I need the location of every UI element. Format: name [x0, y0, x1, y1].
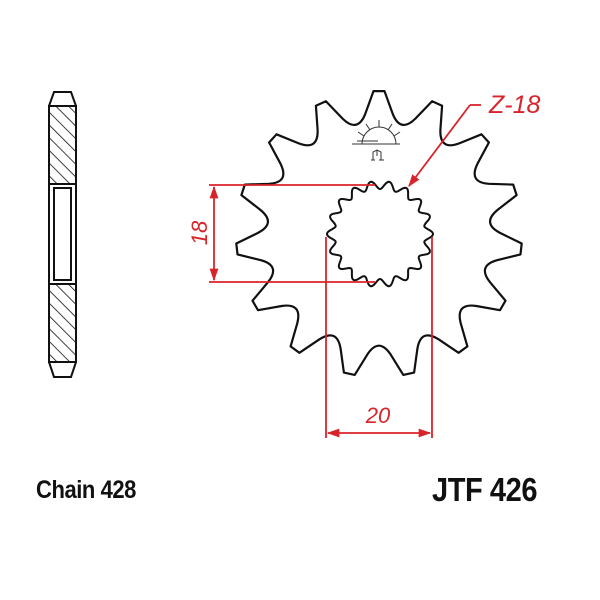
sprocket-outer-teeth: [235, 90, 523, 376]
hub-inner: [53, 187, 72, 281]
teeth-count-leader: [408, 104, 481, 188]
side-profile-view: [48, 91, 77, 378]
upper-hatched-section: [48, 105, 77, 185]
lower-hatched-section: [48, 283, 77, 363]
chain-size-label: Chain 428: [36, 476, 136, 504]
dimension-width-label: 20: [365, 403, 391, 428]
brand-logo-icon: [352, 120, 401, 161]
top-chamfer: [48, 91, 77, 107]
bottom-chamfer: [48, 361, 77, 378]
dimension-height: [209, 184, 375, 283]
sprocket-inner-spline: [326, 180, 434, 288]
dimension-height-label: 18: [187, 220, 212, 245]
teeth-count-label: Z-18: [488, 91, 541, 119]
dimension-width: [325, 237, 433, 438]
part-number-label: JTF 426: [432, 471, 538, 508]
